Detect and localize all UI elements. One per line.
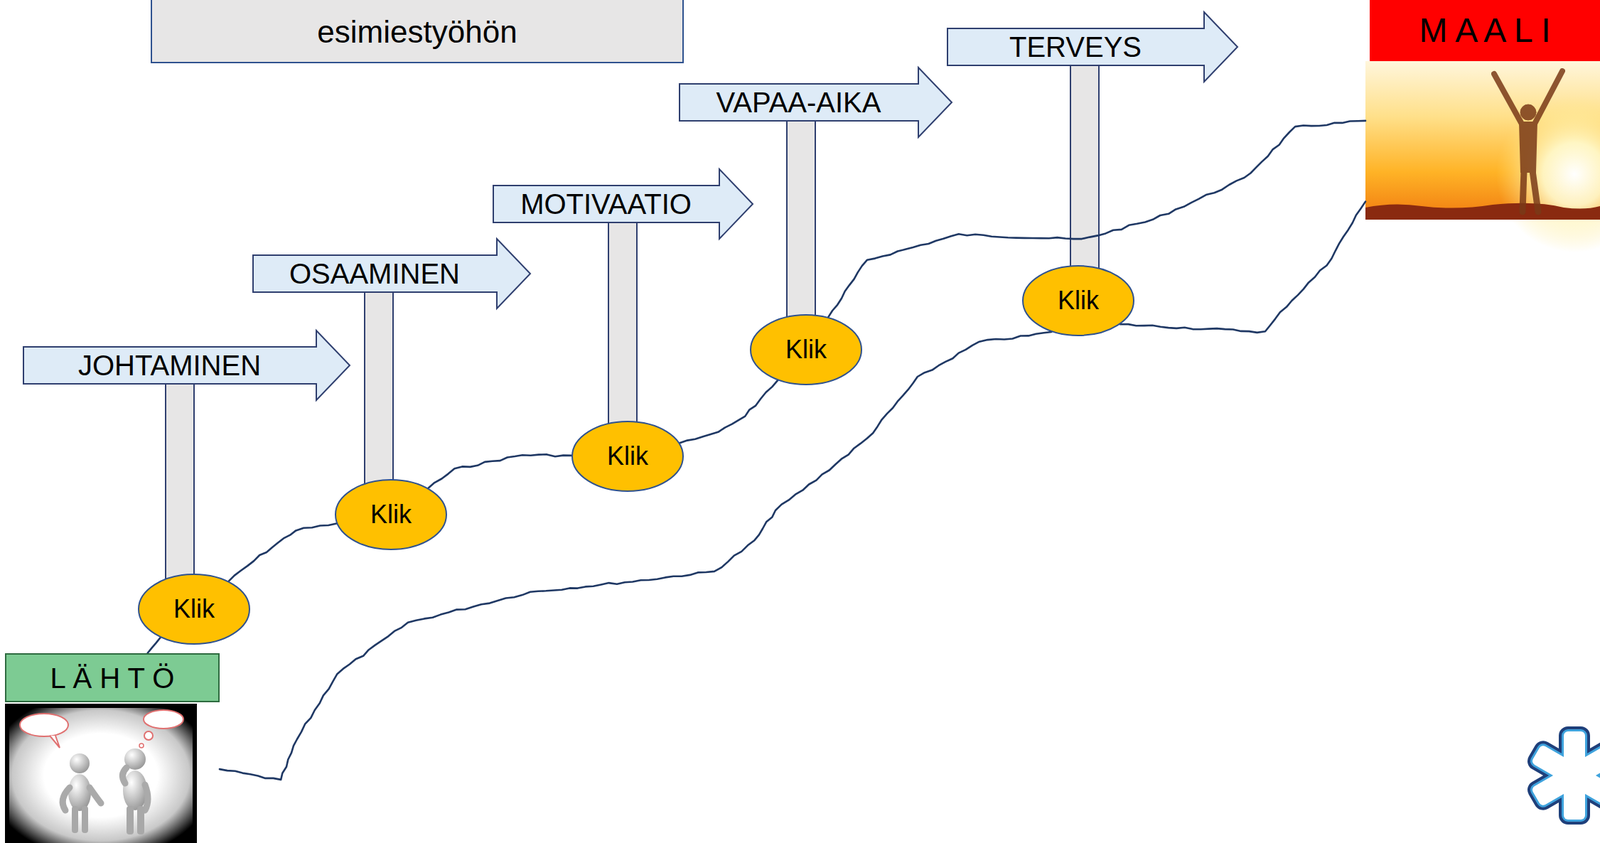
sign-label: JOHTAMINEN <box>78 349 261 382</box>
title-box: esimiestyöhön <box>150 0 684 64</box>
ellipse-shape <box>335 479 447 550</box>
arrow-body: VAPAA-AIKA <box>678 83 919 121</box>
sign-label: OSAAMINEN <box>289 257 460 291</box>
signpost-arrow: VAPAA-AIKA <box>678 66 953 138</box>
click-label: Klik <box>607 441 649 471</box>
ellipse-body: Klik <box>1022 265 1135 337</box>
ellipse-shape <box>572 421 684 492</box>
click-ellipse: Klik <box>749 314 863 386</box>
arrow-shape <box>493 169 753 239</box>
arrow-body: JOHTAMINEN <box>22 346 317 384</box>
arrow-shape <box>947 12 1238 82</box>
sign-label: VAPAA-AIKA <box>716 86 882 119</box>
path-line <box>828 120 1366 318</box>
click-label: Klik <box>1057 285 1099 315</box>
start-picture <box>4 703 197 843</box>
path-line <box>679 380 778 443</box>
goal-label-box: M A A L I <box>1369 0 1600 62</box>
signpost-arrow: TERVEYS <box>946 11 1239 83</box>
start-label: L Ä H T Ö <box>50 661 175 695</box>
goal-label: M A A L I <box>1418 10 1551 50</box>
ellipse-shape <box>138 574 250 644</box>
arrow-shape <box>23 330 350 401</box>
path-line <box>1120 201 1366 333</box>
arrow-shape <box>679 67 952 138</box>
sign-post <box>165 383 195 580</box>
start-label-box: L Ä H T Ö <box>4 653 220 703</box>
title-text: esimiestyöhön <box>317 14 517 51</box>
signpost-arrow: MOTIVAATIO <box>492 168 754 240</box>
sign-label: MOTIVAATIO <box>520 187 692 221</box>
sign-post <box>786 120 816 319</box>
sign-label: TERVEYS <box>1009 30 1142 64</box>
path-line <box>147 637 161 654</box>
click-label: Klik <box>370 499 412 529</box>
ellipse-body: Klik <box>137 573 251 645</box>
ellipse-shape <box>750 314 862 385</box>
click-label: Klik <box>173 594 215 624</box>
arrow-body: OSAAMINEN <box>252 255 497 293</box>
click-ellipse: Klik <box>137 573 251 645</box>
start-node: L Ä H T Ö <box>4 653 220 843</box>
sign-post <box>364 291 394 485</box>
ellipse-shape <box>1022 265 1134 336</box>
ellipse-body: Klik <box>749 314 863 386</box>
path-line <box>219 331 1052 780</box>
logo-symbol <box>1531 731 1600 820</box>
arrow-body: TERVEYS <box>946 28 1205 66</box>
click-ellipse: Klik <box>571 420 684 492</box>
path-line <box>428 454 573 488</box>
goal-node: M A A L I <box>1365 0 1600 220</box>
click-label: Klik <box>785 334 827 364</box>
path-line <box>228 523 337 582</box>
ellipse-body: Klik <box>334 479 448 551</box>
goal-picture <box>1365 61 1600 253</box>
signpost-arrow: JOHTAMINEN <box>22 329 351 401</box>
click-ellipse: Klik <box>1022 265 1135 337</box>
sign-post <box>608 221 637 426</box>
arrow-body: MOTIVAATIO <box>492 185 720 223</box>
ellipse-body: Klik <box>571 420 684 492</box>
signpost-arrow: OSAAMINEN <box>252 238 531 310</box>
click-ellipse: Klik <box>334 479 448 551</box>
arrow-shape <box>253 238 531 309</box>
